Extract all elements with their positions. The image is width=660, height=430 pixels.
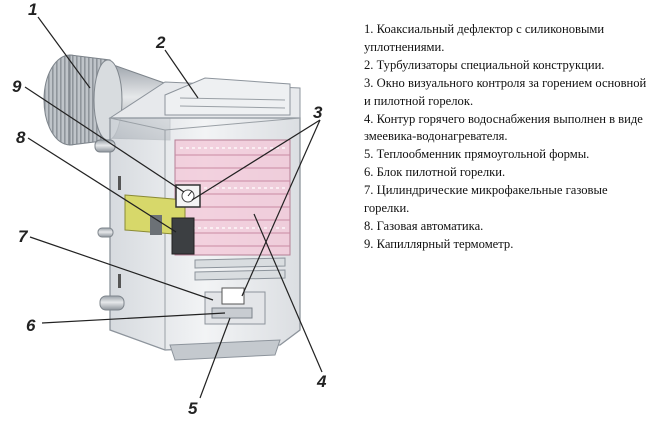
legend-item-8: 8. Газовая автоматика. bbox=[364, 218, 484, 233]
legend-list: 1. Коаксиальный дефлектор с силиконовыми… bbox=[364, 21, 656, 254]
legend-item-4: 4. Контур горячего водоснабжения выполне… bbox=[364, 111, 643, 144]
callout-labels: 1 2 3 4 5 6 7 8 9 bbox=[12, 0, 327, 418]
inspection-window bbox=[175, 184, 201, 208]
legend-item-6: 6. Блок пилотной горелки. bbox=[364, 165, 506, 180]
callout-9: 9 bbox=[12, 77, 22, 96]
callout-1: 1 bbox=[28, 0, 37, 19]
hot-water-coil bbox=[194, 257, 286, 281]
callout-8: 8 bbox=[16, 128, 26, 147]
legend-item-2: 2. Турбулизаторы специальной конструкции… bbox=[364, 57, 605, 72]
legend-item-5: 5. Теплообменник прямоугольной формы. bbox=[364, 147, 590, 162]
burner-block bbox=[204, 287, 266, 325]
callout-5: 5 bbox=[188, 399, 198, 418]
legend-item-3: 3. Окно визуального контроля за горением… bbox=[364, 75, 647, 108]
leader-lines bbox=[24, 16, 323, 399]
callout-6: 6 bbox=[26, 316, 36, 335]
callout-7: 7 bbox=[18, 227, 29, 246]
callout-2: 2 bbox=[155, 33, 166, 52]
gas-automatics bbox=[124, 194, 195, 255]
callout-3: 3 bbox=[313, 103, 323, 122]
legend-item-1: 1. Коаксиальный дефлектор с силиконовыми… bbox=[364, 22, 605, 54]
legend-item-7: 7. Цилиндрические микрофакельные газовые… bbox=[364, 183, 608, 216]
callout-4: 4 bbox=[316, 372, 327, 391]
legend-item-9: 9. Капиллярный термометр. bbox=[364, 236, 514, 251]
